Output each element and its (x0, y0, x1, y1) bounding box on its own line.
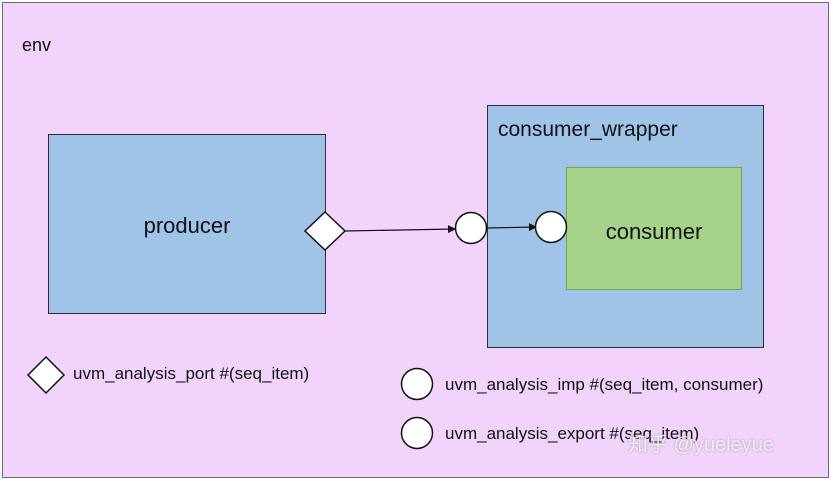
analysis-export-circle-icon (454, 211, 488, 245)
consumer-wrapper-label: consumer_wrapper (498, 118, 678, 141)
watermark-text: 知乎 @yueleyue (628, 434, 774, 456)
legend-imp-circle-icon (400, 367, 434, 401)
analysis-port-diamond-icon (303, 210, 347, 252)
legend-export-label: uvm_analysis_export #(seq_item) (445, 424, 700, 443)
legend-imp-label: uvm_analysis_imp #(seq_item, consumer) (445, 375, 764, 394)
legend-port-label: uvm_analysis_port #(seq_item) (73, 364, 310, 383)
consumer-label: consumer (605, 219, 703, 244)
export-to-imp-arrow (486, 223, 537, 232)
producer-label: producer (143, 213, 231, 238)
legend-port-diamond-icon (26, 355, 66, 395)
producer-box: producer (48, 134, 326, 314)
legend-export-circle-icon (400, 416, 434, 450)
port-to-export-arrow (344, 225, 456, 234)
env-label: env (22, 35, 52, 55)
consumer-box: consumer (566, 167, 742, 290)
analysis-imp-circle-icon (534, 210, 568, 244)
